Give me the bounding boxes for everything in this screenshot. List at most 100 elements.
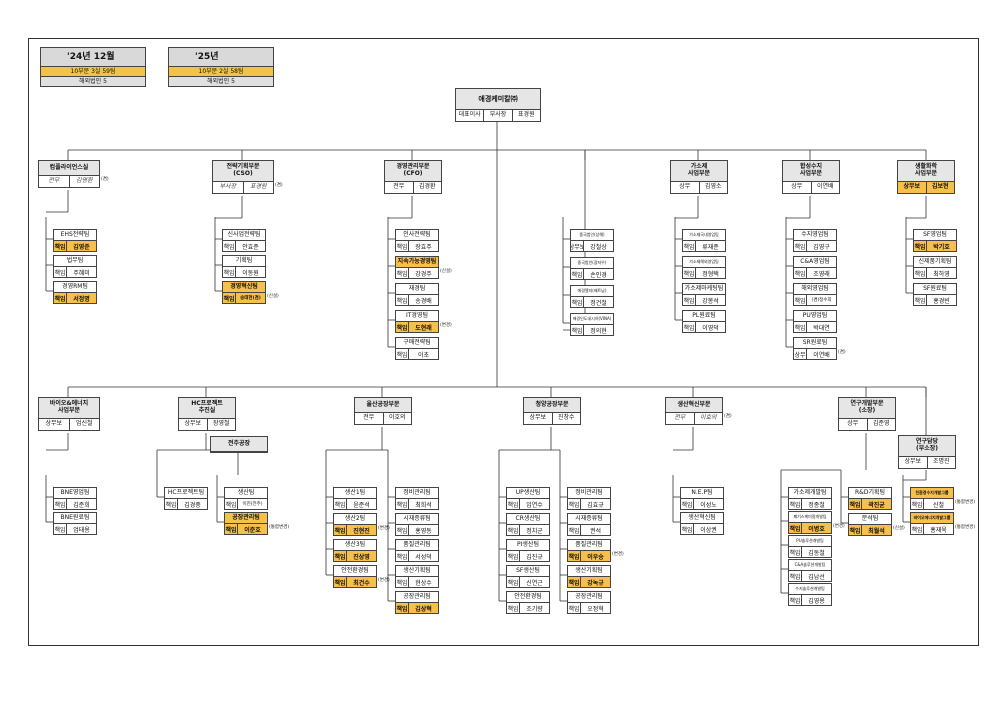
division-head: 이호의 [699, 414, 717, 422]
division-title: HC프로젝트 [191, 400, 223, 408]
team-name: 가소제국내영업팀 [683, 230, 725, 241]
division-head: 진창수 [557, 414, 575, 422]
team-leader: 서성덕 [415, 553, 432, 561]
team-role: 책임 [914, 268, 927, 278]
division-subtitle: 사업부문 [914, 170, 938, 177]
team-role: 책임 [568, 551, 581, 561]
division-name: 생산혁신부문 [666, 398, 722, 413]
team-name: 생산1팀 [334, 488, 376, 499]
summary-line: 10부문 3실 59팀 [41, 67, 145, 77]
division-note: (겸) [724, 414, 732, 419]
division-rank: 부사장 [213, 182, 244, 193]
team-name: 해외영업팀 [794, 284, 836, 295]
division-title: 전주공장 [227, 439, 251, 447]
ceo-rank: 부사장 [484, 110, 513, 121]
division-title: 생활화학 [914, 163, 938, 171]
ceo-name: 애경케미칼㈜ [456, 89, 540, 110]
team-role: 책임 [54, 267, 67, 277]
division-head: 김경환 [418, 183, 436, 191]
team-role: 상무보 [571, 241, 584, 251]
division-subtitle: (소장) [858, 407, 876, 414]
team-leader: 서정명 [73, 295, 90, 303]
team-leader: 박대연 [813, 324, 830, 332]
team-name: 수지솔루션개발팀 [789, 584, 831, 595]
division-title: 가소제 [690, 163, 708, 171]
team-leader: 조영래 [813, 270, 830, 278]
team-name: 생산3팀 [334, 540, 376, 551]
division-name: 울산공장부문 [355, 398, 411, 413]
team-name: 생산기획팀 [568, 566, 610, 577]
team-role: 책임 [396, 577, 409, 587]
team-role: 책임 [794, 241, 807, 251]
team-leader: 이우승 [587, 553, 604, 561]
team-role: 책임 [507, 551, 520, 561]
ceo-person: 표경원 [518, 111, 535, 119]
chart-frame [28, 38, 979, 646]
team-name: 가소제해외영업팀 [683, 257, 725, 268]
team-leader: 정의현 [590, 327, 607, 335]
team-role: 책임 [568, 525, 581, 535]
team-role: 책임 [507, 577, 520, 587]
summary-2024: '24년 12월 10부문 3실 59팀 해외법인 5 [40, 47, 146, 87]
summary-line: 10부문 2실 58팀 [169, 67, 273, 77]
team-leader: 강녹규 [587, 579, 604, 587]
division-title: 합성수지 [799, 163, 823, 171]
division-title: 생산혁신부문 [677, 400, 711, 408]
division-rank: 상무 [671, 182, 700, 193]
division-rank: 전무 [355, 413, 384, 424]
team-role: 책임 [571, 297, 584, 307]
team-role: 책임 [225, 524, 238, 534]
team-role: 책임 [568, 577, 581, 587]
team-name: PU솔루션개발팀 [789, 536, 831, 547]
team-leader: 엄태용 [73, 526, 90, 534]
team-name: 안전환경팀 [507, 592, 549, 603]
team-note: (통합변경) [955, 525, 976, 530]
team-leader: 강철상 [590, 243, 607, 251]
team-leader: 이진(전주) [242, 502, 263, 507]
team-name: 신제품기획팀 [914, 257, 956, 268]
team-note: (변경) [378, 578, 390, 583]
team-role: 책임 [396, 295, 409, 305]
team-name: PI생산팀 [507, 540, 549, 551]
team-leader: 윤준석 [353, 501, 370, 509]
team-note: (신설) [440, 269, 452, 274]
division-name: 경영관리부문(CFO) [385, 161, 441, 182]
team-leader: 송경배 [415, 297, 432, 305]
team-name: 법무팀 [54, 256, 96, 267]
team-name: 재경팀 [396, 284, 438, 295]
team-leader: 조기량 [526, 605, 543, 613]
team-leader: 홍영동 [415, 527, 432, 535]
team-role: 상무 [794, 349, 807, 359]
team-role: 책임 [396, 499, 409, 509]
division-name: 청양공장부문 [524, 398, 580, 413]
team-leader: 홍경빈 [933, 297, 950, 305]
team-role: 책임 [396, 525, 409, 535]
division-rank: 상무보 [179, 419, 208, 430]
team-role: 책임 [396, 349, 409, 359]
team-leader: 김준희 [73, 501, 90, 509]
